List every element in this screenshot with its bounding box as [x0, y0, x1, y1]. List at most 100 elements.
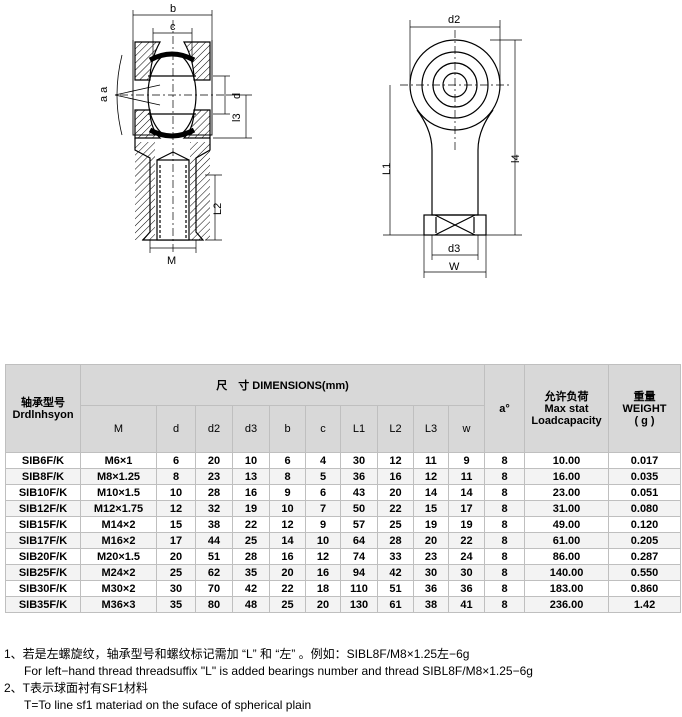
- cell-model: SIB10F/K: [5, 484, 81, 501]
- cell-l3: 11: [413, 452, 449, 469]
- cell-d2: 62: [195, 564, 233, 581]
- cell-c: 4: [305, 452, 341, 469]
- cell-c: 6: [305, 484, 341, 501]
- cell-d2: 23: [195, 468, 233, 485]
- cell-m: M20×1.5: [80, 548, 157, 565]
- cell-weight: 0.550: [608, 564, 682, 581]
- cell-w: 19: [447, 516, 486, 533]
- cell-a: 8: [484, 564, 526, 581]
- cell-model: SIB20F/K: [5, 548, 81, 565]
- cell-weight: 0.120: [608, 516, 682, 533]
- cell-d: 15: [156, 516, 196, 533]
- cell-b: 20: [269, 564, 306, 581]
- cell-a: 8: [484, 532, 526, 549]
- cell-l2: 12: [377, 452, 414, 469]
- cell-l2: 20: [377, 484, 414, 501]
- cell-l3: 23: [413, 548, 449, 565]
- cell-c: 10: [305, 532, 341, 549]
- section-dimensions: [132, 10, 252, 253]
- cell-load: 61.00: [524, 532, 610, 549]
- col-header: L1: [340, 405, 378, 453]
- cell-load: 10.00: [524, 452, 610, 469]
- cell-weight: 1.42: [608, 596, 682, 613]
- cell-l2: 22: [377, 500, 414, 517]
- cell-load: 236.00: [524, 596, 610, 613]
- cell-w: 30: [447, 564, 486, 581]
- cell-d3: 48: [232, 596, 270, 613]
- load-header: 允许负荷 Max stat Loadcapacity: [524, 364, 610, 453]
- cell-d: 30: [156, 580, 196, 597]
- cell-l1: 74: [340, 548, 378, 565]
- elevation-view: [400, 30, 510, 236]
- cell-d3: 16: [232, 484, 270, 501]
- label-d2: d2: [448, 14, 460, 26]
- cell-d3: 42: [232, 580, 270, 597]
- label-l1: L1: [381, 163, 393, 175]
- cell-b: 16: [269, 548, 306, 565]
- col-header: L2: [377, 405, 414, 453]
- cell-m: M36×3: [80, 596, 157, 613]
- cell-m: M24×2: [80, 564, 157, 581]
- cell-d2: 80: [195, 596, 233, 613]
- cell-model: SIB35F/K: [5, 596, 81, 613]
- cell-l2: 28: [377, 532, 414, 549]
- cell-w: 9: [447, 452, 486, 469]
- cell-b: 25: [269, 596, 306, 613]
- cell-model: SIB12F/K: [5, 500, 81, 517]
- cell-d3: 25: [232, 532, 270, 549]
- cell-weight: 0.080: [608, 500, 682, 517]
- cell-weight: 0.205: [608, 532, 682, 549]
- col-header: c: [305, 405, 341, 453]
- cell-load: 16.00: [524, 468, 610, 485]
- cell-d3: 35: [232, 564, 270, 581]
- label-w: W: [449, 261, 460, 273]
- cell-c: 18: [305, 580, 341, 597]
- label-l2: L2: [212, 203, 224, 215]
- technical-drawing: b c a a d l3 L2 M d2 L1 l4 d3 W: [98, 3, 522, 278]
- label-d: d: [231, 93, 243, 99]
- cell-l1: 43: [340, 484, 378, 501]
- cell-b: 14: [269, 532, 306, 549]
- cell-load: 183.00: [524, 580, 610, 597]
- cell-l3: 19: [413, 516, 449, 533]
- cell-d: 17: [156, 532, 196, 549]
- note-1-en: For left−hand thread threadsuffix "L" is…: [24, 664, 533, 678]
- cell-b: 12: [269, 516, 306, 533]
- specification-table: 轴承型号 Drdlnhsyon 尺 寸 DIMENSIONS(mm) a° 允许…: [5, 364, 682, 613]
- cell-d2: 70: [195, 580, 233, 597]
- cell-d: 8: [156, 468, 196, 485]
- cell-l2: 51: [377, 580, 414, 597]
- note-2: 2、T表示球面衬有SF1材料: [4, 681, 149, 695]
- cell-m: M14×2: [80, 516, 157, 533]
- cell-model: SIB6F/K: [5, 452, 81, 469]
- cell-l2: 16: [377, 468, 414, 485]
- cell-l3: 20: [413, 532, 449, 549]
- cell-d: 25: [156, 564, 196, 581]
- cell-b: 10: [269, 500, 306, 517]
- cell-m: M6×1: [80, 452, 157, 469]
- cell-c: 16: [305, 564, 341, 581]
- cell-d: 35: [156, 596, 196, 613]
- cell-a: 8: [484, 468, 526, 485]
- cell-b: 9: [269, 484, 306, 501]
- cell-a: 8: [484, 580, 526, 597]
- cell-weight: 0.051: [608, 484, 682, 501]
- elevation-dimensions: [383, 20, 522, 278]
- cell-l1: 110: [340, 580, 378, 597]
- cell-c: 5: [305, 468, 341, 485]
- cell-model: SIB25F/K: [5, 564, 81, 581]
- cell-l3: 38: [413, 596, 449, 613]
- cell-weight: 0.017: [608, 452, 682, 469]
- cell-model: SIB30F/K: [5, 580, 81, 597]
- col-header: d: [156, 405, 196, 453]
- cell-d2: 38: [195, 516, 233, 533]
- cell-weight: 0.860: [608, 580, 682, 597]
- col-header: b: [269, 405, 306, 453]
- cell-a: 8: [484, 516, 526, 533]
- cell-l2: 33: [377, 548, 414, 565]
